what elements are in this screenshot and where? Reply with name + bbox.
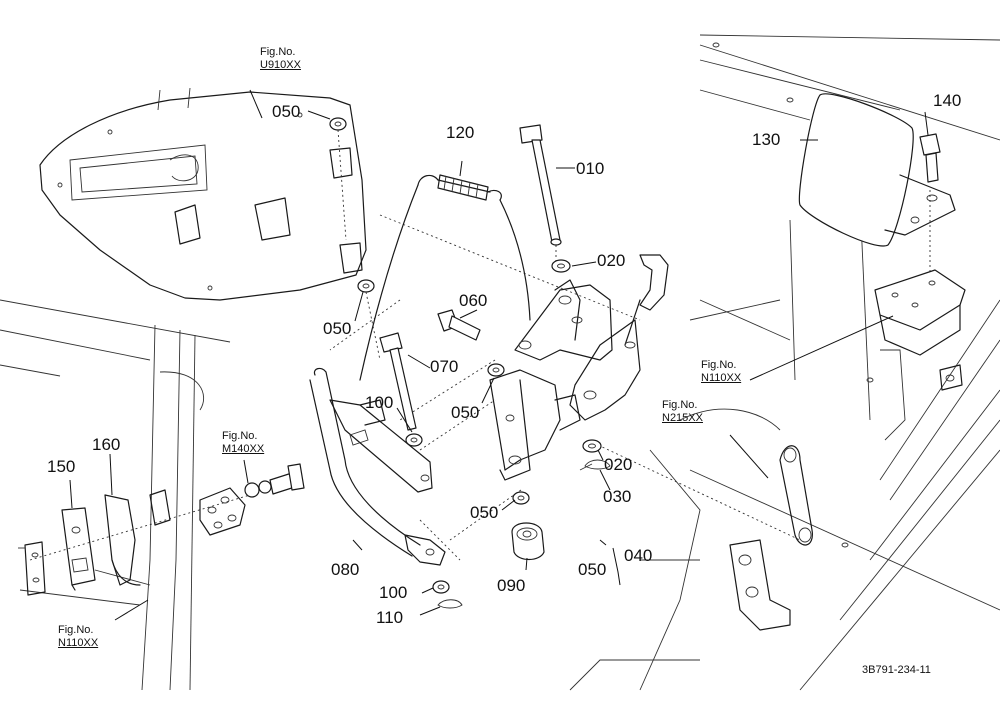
washer-050-center	[487, 363, 530, 505]
fig-ref-m140[interactable]: Fig.No. M140XX	[222, 430, 264, 456]
washer-100-lower	[432, 580, 463, 609]
cover-plate-130	[798, 93, 956, 247]
part-label-070[interactable]: 090	[497, 576, 526, 595]
fig-ref-prefix: Fig.No.	[701, 359, 737, 371]
bolt-140	[919, 133, 941, 183]
fig-ref-code: M140XX	[222, 443, 265, 455]
part-label-130[interactable]: 130	[752, 130, 781, 149]
part-label-120[interactable]: 120	[446, 123, 475, 142]
bracket-assembly	[489, 254, 669, 481]
leader-lines	[69, 89, 929, 621]
part-label-020-top[interactable]: 020	[597, 251, 626, 270]
pedal-080	[309, 367, 446, 566]
flange-plate	[149, 487, 246, 536]
fig-ref-prefix: Fig.No.	[58, 624, 94, 636]
fig-ref-code: N215XX	[662, 412, 703, 424]
part-label-140[interactable]: 140	[933, 91, 962, 110]
part-label-010[interactable]: 010	[576, 159, 605, 178]
fig-ref-code: N110XX	[701, 372, 742, 384]
fig-ref-prefix: Fig.No.	[222, 430, 258, 442]
part-label-160[interactable]: 160	[92, 435, 121, 454]
part-label-050-left[interactable]: 050	[323, 319, 352, 338]
part-label-020-lower[interactable]: 020	[604, 455, 633, 474]
part-label-040[interactable]: 040	[624, 546, 653, 565]
part-label-100-lower[interactable]: 100	[379, 583, 408, 602]
washer-020-top	[551, 259, 571, 273]
part-label-150[interactable]: 150	[47, 457, 76, 476]
nut-070	[511, 522, 545, 561]
washer-050-top	[329, 117, 375, 293]
part-label-080[interactable]: 080	[331, 560, 360, 579]
part-label-050-lower[interactable]: 050	[470, 503, 499, 522]
part-label-030[interactable]: 030	[603, 487, 632, 506]
fig-ref-n215[interactable]: Fig.No. N215XX	[662, 399, 703, 425]
washer-020-lower	[579, 439, 611, 471]
bolt-060	[437, 309, 481, 341]
plate-150	[61, 507, 96, 591]
spring-120	[359, 174, 531, 381]
assembly-lines	[329, 129, 931, 561]
fig-ref-u910[interactable]: Fig.No. U910XX	[260, 46, 301, 72]
part-label-060[interactable]: 060	[459, 291, 488, 310]
part-label-050-center[interactable]: 050	[451, 403, 480, 422]
fig-ref-n110-right[interactable]: Fig.No. N110XX	[701, 359, 741, 385]
small-plate-left	[18, 541, 46, 596]
washer-100-upper	[405, 433, 423, 447]
pin-090	[379, 332, 417, 431]
right-frame	[569, 34, 1000, 691]
fig-ref-code: N110XX	[58, 637, 99, 649]
plate-160	[104, 494, 141, 586]
pin-010	[519, 124, 562, 246]
fig-ref-prefix: Fig.No.	[260, 46, 296, 58]
left-frame-lines	[0, 299, 231, 691]
part-label-110[interactable]: 110	[376, 608, 404, 627]
fig-ref-n110-left[interactable]: Fig.No. N110XX	[58, 624, 98, 650]
fig-ref-prefix: Fig.No.	[662, 399, 698, 411]
part-label-100-upper[interactable]: 100	[365, 393, 394, 412]
lower-left-assembly-line	[29, 494, 251, 561]
part-label-090[interactable]: 070	[430, 357, 459, 376]
drawing-number: 3B791-234-11	[862, 664, 931, 676]
steering-plate	[39, 87, 367, 301]
bolt-m140	[244, 463, 305, 498]
mounting-block	[874, 269, 966, 356]
fig-ref-code: U910XX	[260, 59, 301, 71]
part-label-050-top[interactable]: 050	[272, 102, 301, 121]
part-label-050-right[interactable]: 050	[578, 560, 607, 579]
